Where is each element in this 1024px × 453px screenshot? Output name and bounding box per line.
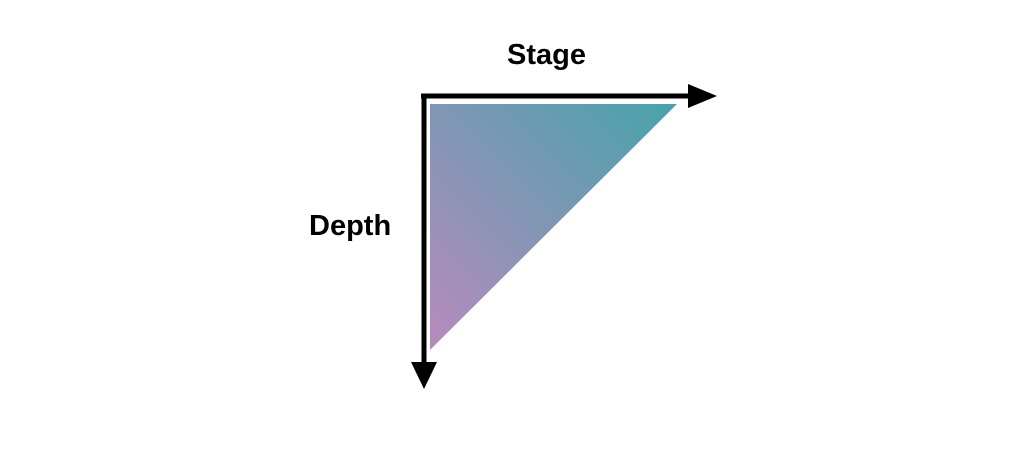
stage-axis-label: Stage bbox=[507, 39, 586, 71]
vertical-axis-arrowhead bbox=[411, 362, 437, 389]
depth-axis-label: Depth bbox=[309, 210, 392, 242]
gradient-triangle bbox=[430, 104, 677, 350]
horizontal-axis-arrowhead bbox=[688, 84, 717, 108]
